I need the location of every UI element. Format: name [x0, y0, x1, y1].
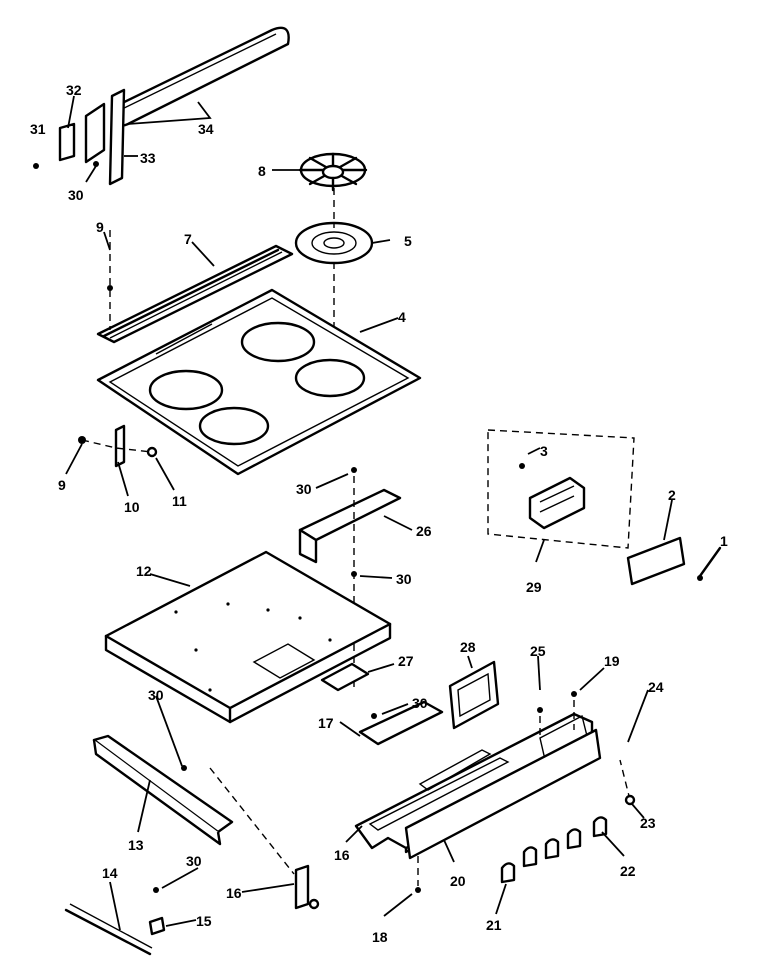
callout-label: 5 — [404, 233, 412, 249]
burner-grate — [298, 152, 368, 192]
callout-label: 17 — [318, 715, 334, 731]
callout-label: 32 — [66, 82, 82, 98]
callout-label: 19 — [604, 653, 620, 669]
end-cap-bracket — [33, 88, 126, 186]
callout-label: 30 — [68, 187, 84, 203]
heat-shield-clip — [320, 662, 370, 692]
callout-label: 34 — [198, 121, 214, 137]
screw-right — [697, 546, 722, 581]
callout-label: 30 — [412, 695, 428, 711]
front-support-rail — [92, 734, 234, 846]
callout-label: 31 — [30, 121, 46, 137]
callout-label: 13 — [128, 837, 144, 853]
callout-label: 8 — [258, 163, 266, 179]
callout-label: 14 — [102, 865, 118, 881]
callout-label: 26 — [416, 523, 432, 539]
callout-label: 30 — [148, 687, 164, 703]
callout-label: 29 — [526, 579, 542, 595]
callout-label: 30 — [396, 571, 412, 587]
callout-label: 10 — [124, 499, 140, 515]
callout-label: 16 — [226, 885, 242, 901]
callout-label: 1 — [720, 533, 728, 549]
callout-label: 3 — [540, 443, 548, 459]
vent-trim-strip — [96, 244, 294, 344]
burner-box-panel — [104, 550, 392, 724]
callout-label: 22 — [620, 863, 636, 879]
callout-label: 33 — [140, 150, 156, 166]
callout-label: 28 — [460, 639, 476, 655]
insulation-pad — [358, 700, 444, 746]
callout-label: 23 — [640, 815, 656, 831]
drip-bowl — [294, 221, 374, 265]
terminal-block-group — [487, 429, 635, 549]
callout-label: 16 — [334, 847, 350, 863]
callout-label: 21 — [486, 917, 502, 933]
front-trim-bar — [64, 903, 153, 956]
valve-knobs — [500, 816, 608, 884]
manifold-front — [404, 728, 602, 860]
lower-bracket — [294, 864, 310, 910]
callout-label: 27 — [398, 653, 414, 669]
callout-label: 30 — [186, 853, 202, 869]
callout-label: 25 — [530, 643, 546, 659]
retainer-nut — [624, 794, 636, 806]
rear-bracket — [298, 488, 402, 564]
callout-label: 7 — [184, 231, 192, 247]
control-bracket — [448, 660, 500, 730]
callout-label: 2 — [668, 487, 676, 503]
callout-label: 12 — [136, 563, 152, 579]
cooktop — [96, 288, 422, 476]
callout-labels: 32 31 33 30 34 8 5 9 7 4 9 10 11 30 26 3… — [30, 82, 728, 945]
backguard-trim — [110, 26, 290, 128]
callout-label: 9 — [96, 219, 104, 235]
callout-label: 18 — [372, 929, 388, 945]
callout-label: 9 — [58, 477, 66, 493]
callout-label: 4 — [398, 309, 406, 325]
access-cover — [626, 536, 686, 586]
callout-label: 20 — [450, 873, 466, 889]
callout-label: 15 — [196, 913, 212, 929]
hinge-clip — [78, 424, 158, 468]
leader-lines — [65, 95, 673, 931]
callout-label: 30 — [296, 481, 312, 497]
manifold-clip-left — [148, 887, 166, 936]
callout-label: 24 — [648, 679, 664, 695]
callout-label: 11 — [172, 493, 187, 509]
